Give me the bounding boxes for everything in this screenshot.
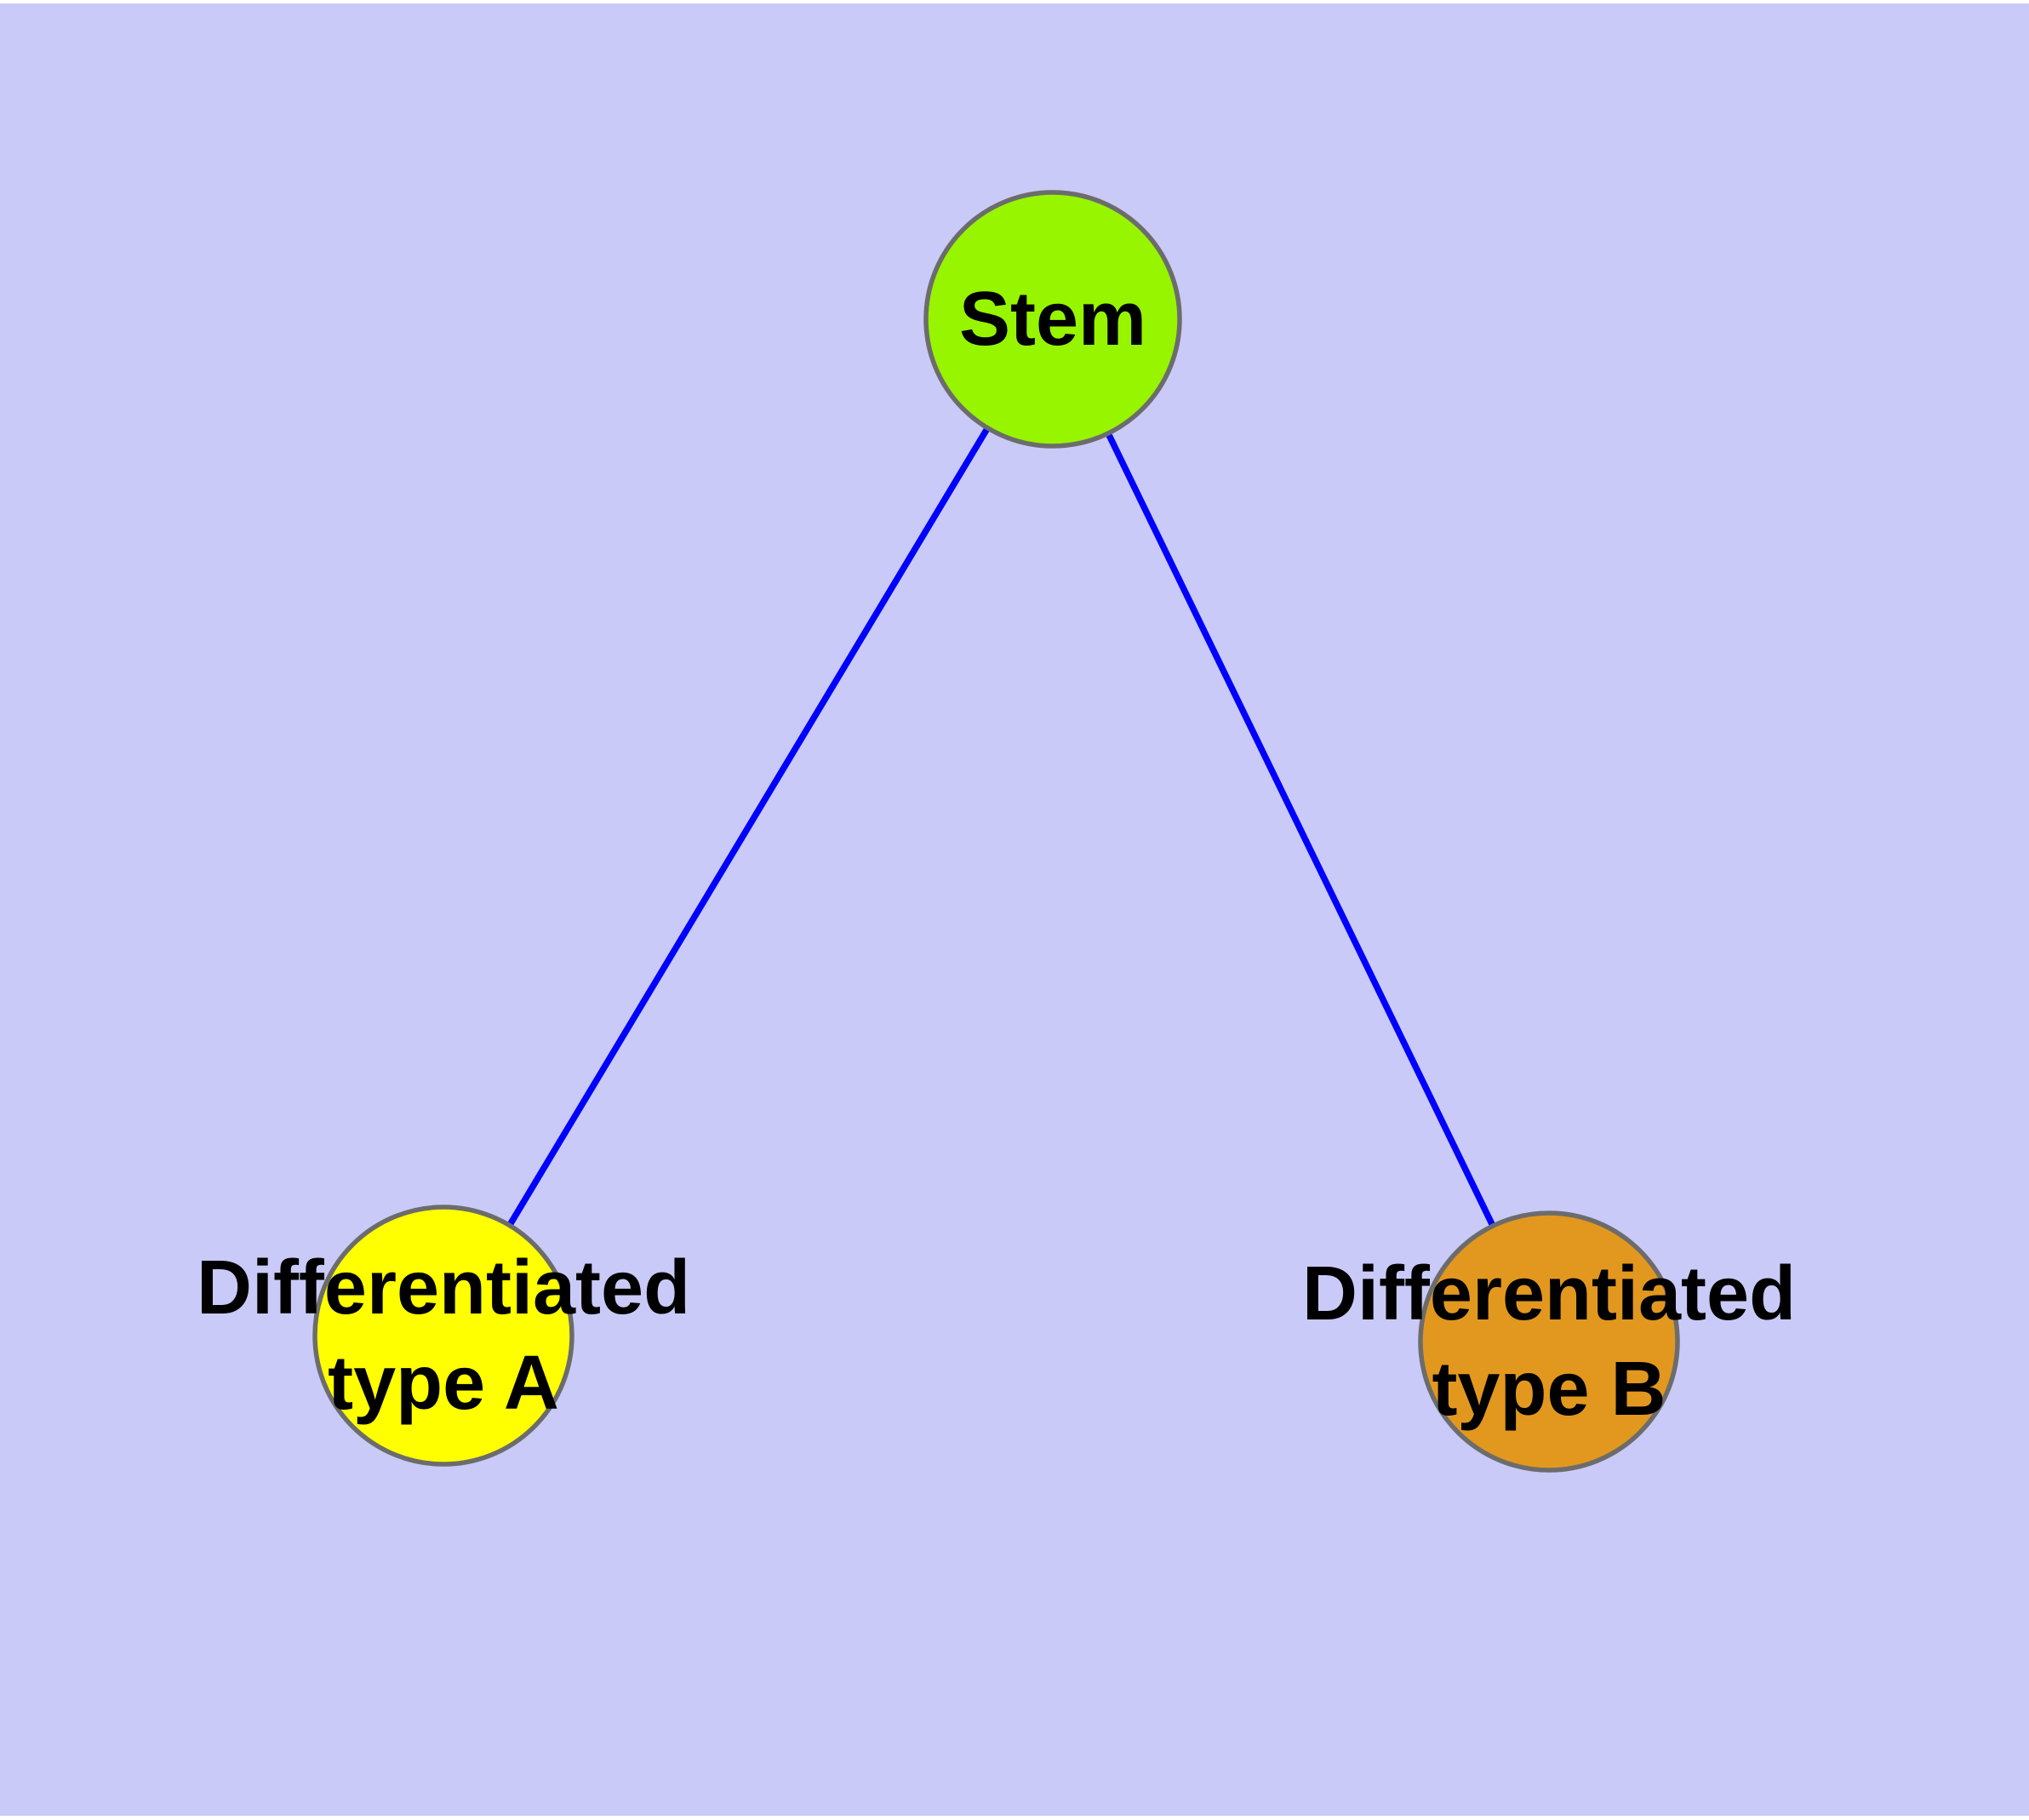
node-circle-stem [923, 190, 1182, 449]
node-circle-diff-a [312, 1205, 574, 1467]
node-circle-diff-b [1418, 1210, 1680, 1473]
graph-svg [312, 190, 1680, 1473]
edge-stem-diff-b [1049, 318, 1552, 1343]
edge-stem-diff-a [440, 318, 1056, 1337]
